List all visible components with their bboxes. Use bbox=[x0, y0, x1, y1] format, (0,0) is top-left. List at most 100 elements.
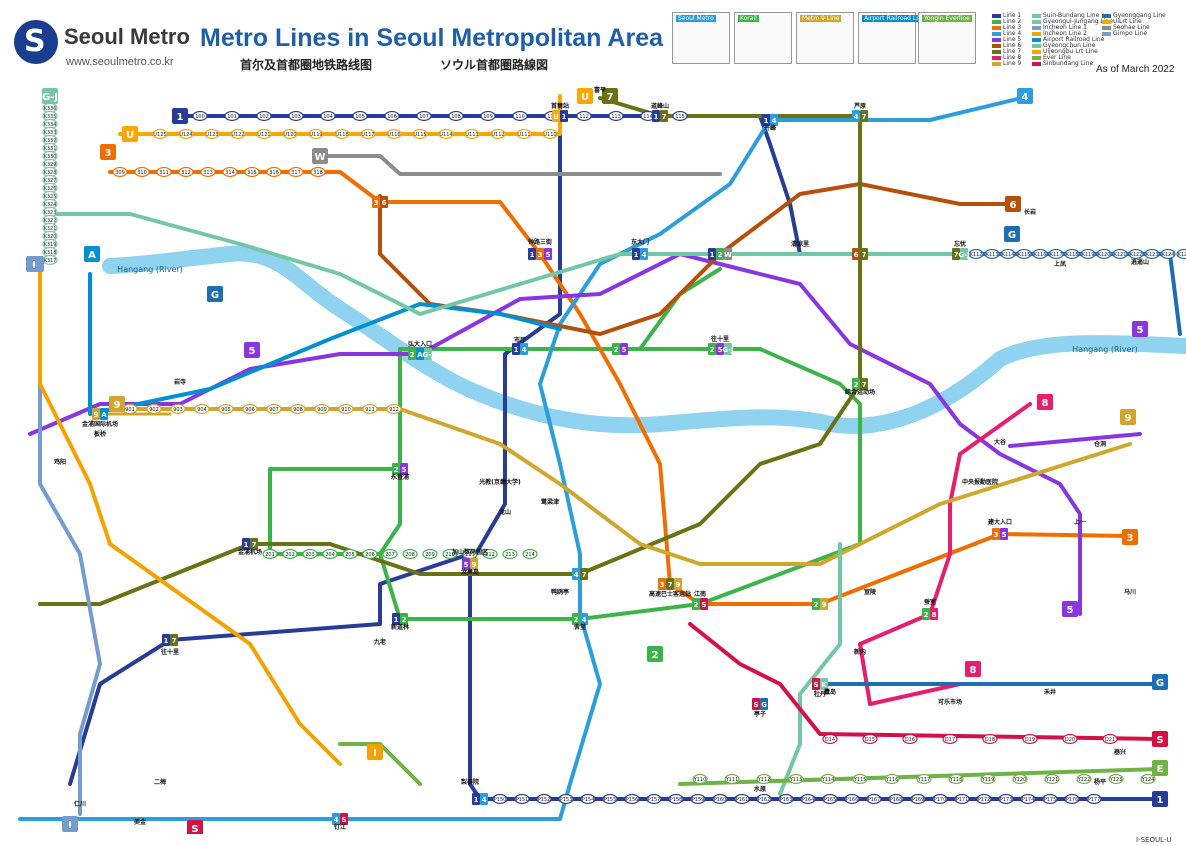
gyeongchun-station-marker[interactable] bbox=[1144, 248, 1160, 260]
ui-lrt-station-marker[interactable] bbox=[152, 128, 168, 140]
everline-station-marker[interactable] bbox=[788, 773, 804, 785]
transfer-segment[interactable] bbox=[520, 343, 528, 355]
transfer-segment[interactable] bbox=[416, 348, 424, 360]
line-5-east-badge-icon[interactable] bbox=[1132, 321, 1148, 337]
transfer-segment[interactable] bbox=[922, 608, 930, 620]
airport-railroad-badge-icon[interactable] bbox=[84, 246, 100, 262]
gyeongchun-station-marker[interactable] bbox=[1112, 248, 1128, 260]
line-1-east-station-marker[interactable] bbox=[822, 793, 838, 805]
line-3-station-marker[interactable] bbox=[156, 166, 172, 178]
transfer-segment[interactable] bbox=[162, 634, 170, 646]
transfer-segment[interactable] bbox=[812, 598, 820, 610]
line-1-east-station-marker[interactable] bbox=[1064, 793, 1080, 805]
line-9-station-marker[interactable] bbox=[266, 403, 282, 415]
line-9-station-marker[interactable] bbox=[386, 403, 402, 415]
sinbundang-station-marker[interactable] bbox=[822, 733, 838, 745]
gyeongchun-station-marker[interactable] bbox=[1096, 248, 1112, 260]
transfer-segment[interactable] bbox=[92, 408, 100, 420]
line-1-station-marker[interactable] bbox=[224, 110, 240, 122]
ui-lrt-station-marker[interactable] bbox=[386, 128, 402, 140]
transfer-segment[interactable] bbox=[480, 793, 488, 805]
line-2-station-marker[interactable] bbox=[422, 548, 438, 560]
gyeongchun-station-marker[interactable] bbox=[1016, 248, 1032, 260]
transfer-segment[interactable] bbox=[652, 110, 660, 122]
incheon-line-2-terminal-badge-icon[interactable] bbox=[367, 744, 383, 760]
transfer-segment[interactable] bbox=[470, 558, 478, 570]
line-6-terminal-badge-icon[interactable] bbox=[1005, 196, 1021, 212]
transfer-segment[interactable] bbox=[860, 110, 868, 122]
line-2-station-marker[interactable] bbox=[282, 548, 298, 560]
transfer-segment[interactable] bbox=[666, 578, 674, 590]
gyeongchun-station-marker[interactable] bbox=[1032, 248, 1048, 260]
ui-lrt-station-marker[interactable] bbox=[282, 128, 298, 140]
transfer-segment[interactable] bbox=[392, 613, 400, 625]
transfer-segment[interactable] bbox=[860, 378, 868, 390]
everline-badge-icon[interactable] bbox=[1152, 760, 1168, 776]
transfer-segment[interactable] bbox=[372, 196, 380, 208]
line-5-south-badge-icon[interactable] bbox=[1062, 601, 1078, 617]
line-1-station-marker[interactable] bbox=[192, 110, 208, 122]
line-1-east-station-marker[interactable] bbox=[514, 793, 530, 805]
transfer-segment[interactable] bbox=[560, 110, 568, 122]
line-3-station-marker[interactable] bbox=[178, 166, 194, 178]
line-8-south-badge-icon[interactable] bbox=[965, 661, 981, 677]
line-3-station-marker[interactable] bbox=[288, 166, 304, 178]
transfer-segment[interactable] bbox=[852, 248, 860, 260]
line-3-station-marker[interactable] bbox=[266, 166, 282, 178]
line-2-station-marker[interactable] bbox=[482, 548, 498, 560]
transfer-segment[interactable] bbox=[620, 343, 628, 355]
transfer-segment[interactable] bbox=[612, 343, 620, 355]
everline-station-marker[interactable] bbox=[1044, 773, 1060, 785]
gyeongchun-station-marker[interactable] bbox=[968, 248, 984, 260]
transfer-segment[interactable] bbox=[544, 248, 552, 260]
sinbundang-station-marker[interactable] bbox=[1022, 733, 1038, 745]
line-9-station-marker[interactable] bbox=[314, 403, 330, 415]
transfer-segment[interactable] bbox=[572, 613, 580, 625]
transfer-segment[interactable] bbox=[580, 568, 588, 580]
line-1-east-badge-icon[interactable] bbox=[1152, 791, 1168, 807]
ui-lrt-station-marker[interactable] bbox=[438, 128, 454, 140]
everline-station-marker[interactable] bbox=[1140, 773, 1156, 785]
transfer-segment[interactable] bbox=[658, 578, 666, 590]
line-3-station-marker[interactable] bbox=[200, 166, 216, 178]
line-1-east-station-marker[interactable] bbox=[734, 793, 750, 805]
incheon-line-1-terminal-badge-icon[interactable] bbox=[62, 816, 78, 832]
transfer-segment[interactable] bbox=[332, 813, 340, 825]
transfer-segment[interactable] bbox=[536, 248, 544, 260]
line-1-east-station-marker[interactable] bbox=[976, 793, 992, 805]
line-2-station-marker[interactable] bbox=[382, 548, 398, 560]
transfer-segment[interactable] bbox=[708, 248, 716, 260]
line-1-east-station-marker[interactable] bbox=[778, 793, 794, 805]
line-2-station-marker[interactable] bbox=[262, 548, 278, 560]
line-1-station-marker[interactable] bbox=[576, 110, 592, 122]
line-1-station-marker[interactable] bbox=[480, 110, 496, 122]
ui-lrt-terminal-badge-icon[interactable] bbox=[577, 88, 593, 104]
gyeongchun-badge-icon[interactable] bbox=[1004, 226, 1020, 242]
transfer-segment[interactable] bbox=[770, 114, 778, 126]
line-1-east-station-marker[interactable] bbox=[580, 793, 596, 805]
line-9-station-marker[interactable] bbox=[194, 403, 210, 415]
transfer-segment[interactable] bbox=[752, 698, 760, 710]
line-2-station-marker[interactable] bbox=[442, 548, 458, 560]
line-2-station-marker[interactable] bbox=[362, 548, 378, 560]
line-1-station-marker[interactable] bbox=[352, 110, 368, 122]
transfer-segment[interactable] bbox=[400, 463, 408, 475]
line-1-east-station-marker[interactable] bbox=[624, 793, 640, 805]
ui-lrt-station-marker[interactable] bbox=[542, 128, 558, 140]
line-9-badge-icon[interactable] bbox=[109, 396, 125, 412]
line-1-station-marker[interactable] bbox=[448, 110, 464, 122]
seohae-badge-icon[interactable] bbox=[312, 148, 328, 164]
transfer-segment[interactable] bbox=[812, 678, 820, 690]
line-3-station-marker[interactable] bbox=[222, 166, 238, 178]
everline-station-marker[interactable] bbox=[948, 773, 964, 785]
line-8-terminal-badge-icon[interactable] bbox=[1037, 394, 1053, 410]
transfer-segment[interactable] bbox=[462, 558, 470, 570]
sinbundang-station-marker[interactable] bbox=[942, 733, 958, 745]
line-1-east-station-marker[interactable] bbox=[800, 793, 816, 805]
sinbundang-station-marker[interactable] bbox=[1062, 733, 1078, 745]
line-2-station-marker[interactable] bbox=[322, 548, 338, 560]
line-1-east-station-marker[interactable] bbox=[668, 793, 684, 805]
line-5-badge-icon[interactable] bbox=[244, 342, 260, 358]
line-3-station-marker[interactable] bbox=[134, 166, 150, 178]
transfer-segment[interactable] bbox=[632, 248, 640, 260]
